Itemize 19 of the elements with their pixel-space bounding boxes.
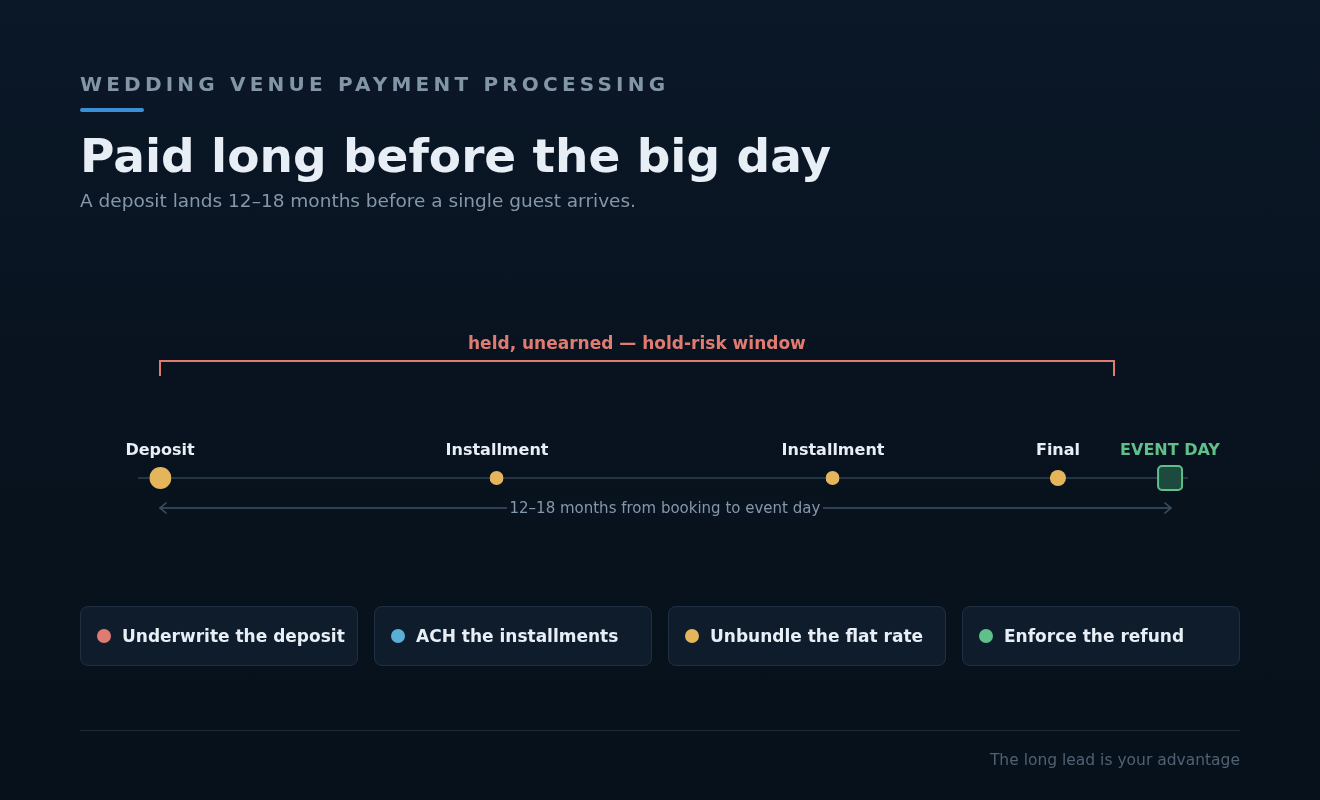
card-title: ACH the installments [416, 626, 619, 646]
action-card [374, 606, 652, 666]
action-card [668, 606, 946, 666]
event-day-label: EVENT DAY [1120, 440, 1220, 460]
milestone-label: Installment [445, 440, 549, 460]
milestone-label: Deposit [125, 440, 195, 460]
card-title: Underwrite the deposit [122, 626, 345, 646]
milestone-label: Final [1035, 440, 1081, 460]
card-title: Unbundle the flat rate [710, 626, 924, 646]
card-title: Enforce the refund [1004, 626, 1185, 646]
action-card [962, 606, 1240, 666]
title: Paid long before the big day [80, 128, 832, 184]
action-card [80, 606, 358, 666]
footer-note: The long lead is your advantage [989, 750, 1240, 770]
dimension-label: 12–18 months from booking to event day [506, 499, 824, 517]
eyebrow-heading: WEDDING VENUE PAYMENT PROCESSING [80, 72, 670, 96]
milestone-label: Installment [781, 440, 885, 460]
subtitle: A deposit lands 12–18 months before a single guest arrives. [80, 190, 636, 212]
bracket-label: held, unearned — hold-risk window [468, 333, 806, 353]
